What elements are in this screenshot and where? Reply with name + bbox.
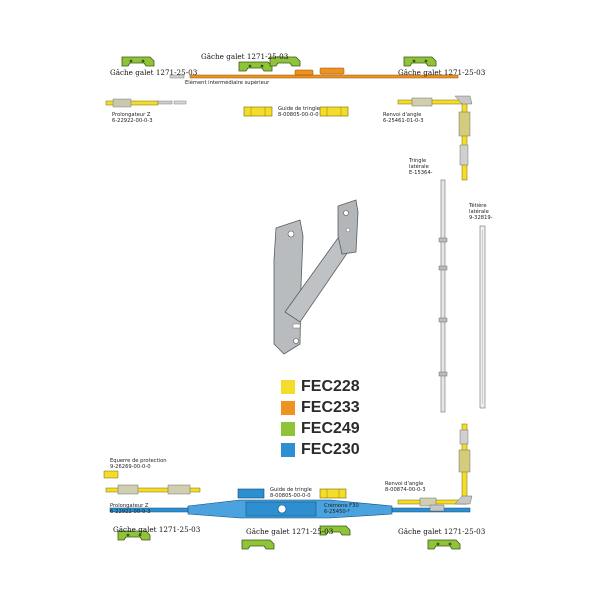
- label-gache-top-left: Gâche galet 1271-25-03: [110, 68, 198, 77]
- gache-galet-bottom-left-part: [117, 530, 151, 541]
- legend-label: FEC249: [301, 420, 360, 437]
- label-element-intermediaire: Elément intermédiaire supérieur: [185, 80, 270, 86]
- renvoi-angle-bottom-part: [397, 423, 473, 507]
- renvoi-angle-top-part: [397, 95, 473, 181]
- equerre-metal-part: [273, 199, 359, 355]
- label-guide-bottom: Guide de tringle 8-00805-00-0-0: [270, 487, 312, 499]
- tetiere-laterale-part: [479, 225, 486, 409]
- prolongateur-bottom-part: [105, 484, 201, 495]
- legend-swatch-green: [281, 422, 295, 436]
- gache-galet-top-left-part: [121, 56, 155, 67]
- label-gache-top-right: Gâche galet 1271-25-03: [398, 68, 486, 77]
- label-tringle-laterale: Tringle latérale E-15364-: [409, 158, 433, 176]
- legend-swatch-yellow: [281, 380, 295, 394]
- label-cremone: Crémone F30 6-25450-*: [324, 503, 359, 515]
- prolongateur-top-part: [105, 98, 187, 108]
- label-renvoi-top: Renvoi d'angle 6-25461-01-0-3: [383, 112, 424, 124]
- gache-galet-bottom-center-part: [241, 525, 351, 550]
- legend-label: FEC233: [301, 399, 360, 416]
- label-renvoi-bottom: Renvoi d'angle 8-00874-00-0-3: [385, 481, 426, 493]
- legend-label: FEC228: [301, 378, 360, 395]
- gache-galet-top-center-part: [238, 61, 273, 72]
- legend-swatch-orange: [281, 401, 295, 415]
- legend-item: FEC228: [281, 378, 360, 395]
- label-prolongateur-bottom: Prolongateur Z 6-22922-00-0-3: [110, 503, 151, 515]
- label-gache-bottom-left: Gâche galet 1271-25-03: [113, 525, 201, 534]
- label-equerre: Equerre de protection 9-26269-00-0-0: [110, 458, 167, 470]
- gache-galet-bottom-right-part: [427, 539, 461, 550]
- element-intermediaire-part: [169, 67, 459, 79]
- gache-galet-top-center2-part: [269, 56, 301, 67]
- tringle-laterale-part: [438, 179, 448, 413]
- label-gache-top-center: Gâche galet 1271-25-03: [201, 52, 289, 61]
- label-gache-bottom-right: Gâche galet 1271-25-03: [398, 527, 486, 536]
- legend-swatch-blue: [281, 443, 295, 457]
- legend-item: FEC249: [281, 420, 360, 437]
- cremone-part: [109, 499, 471, 519]
- label-tetiere-laterale: Têtière latérale 9-32819-: [469, 203, 493, 221]
- guide-tringle-top-part: [243, 106, 349, 117]
- label-prolongateur-top: Prolongateur Z 6-22922-00-0-3: [112, 112, 153, 124]
- label-guide-top: Guide de tringle 8-00805-00-0-0: [278, 106, 320, 118]
- legend-item: FEC230: [281, 441, 360, 458]
- gache-galet-top-right-part: [403, 56, 437, 67]
- label-gache-bottom-center: Gâche galet 1271-25-03: [246, 527, 334, 536]
- equerre-protection-part: [103, 470, 119, 479]
- legend-label: FEC230: [301, 441, 360, 458]
- guide-tringle-bottom-part: [237, 488, 347, 499]
- legend-item: FEC233: [281, 399, 360, 416]
